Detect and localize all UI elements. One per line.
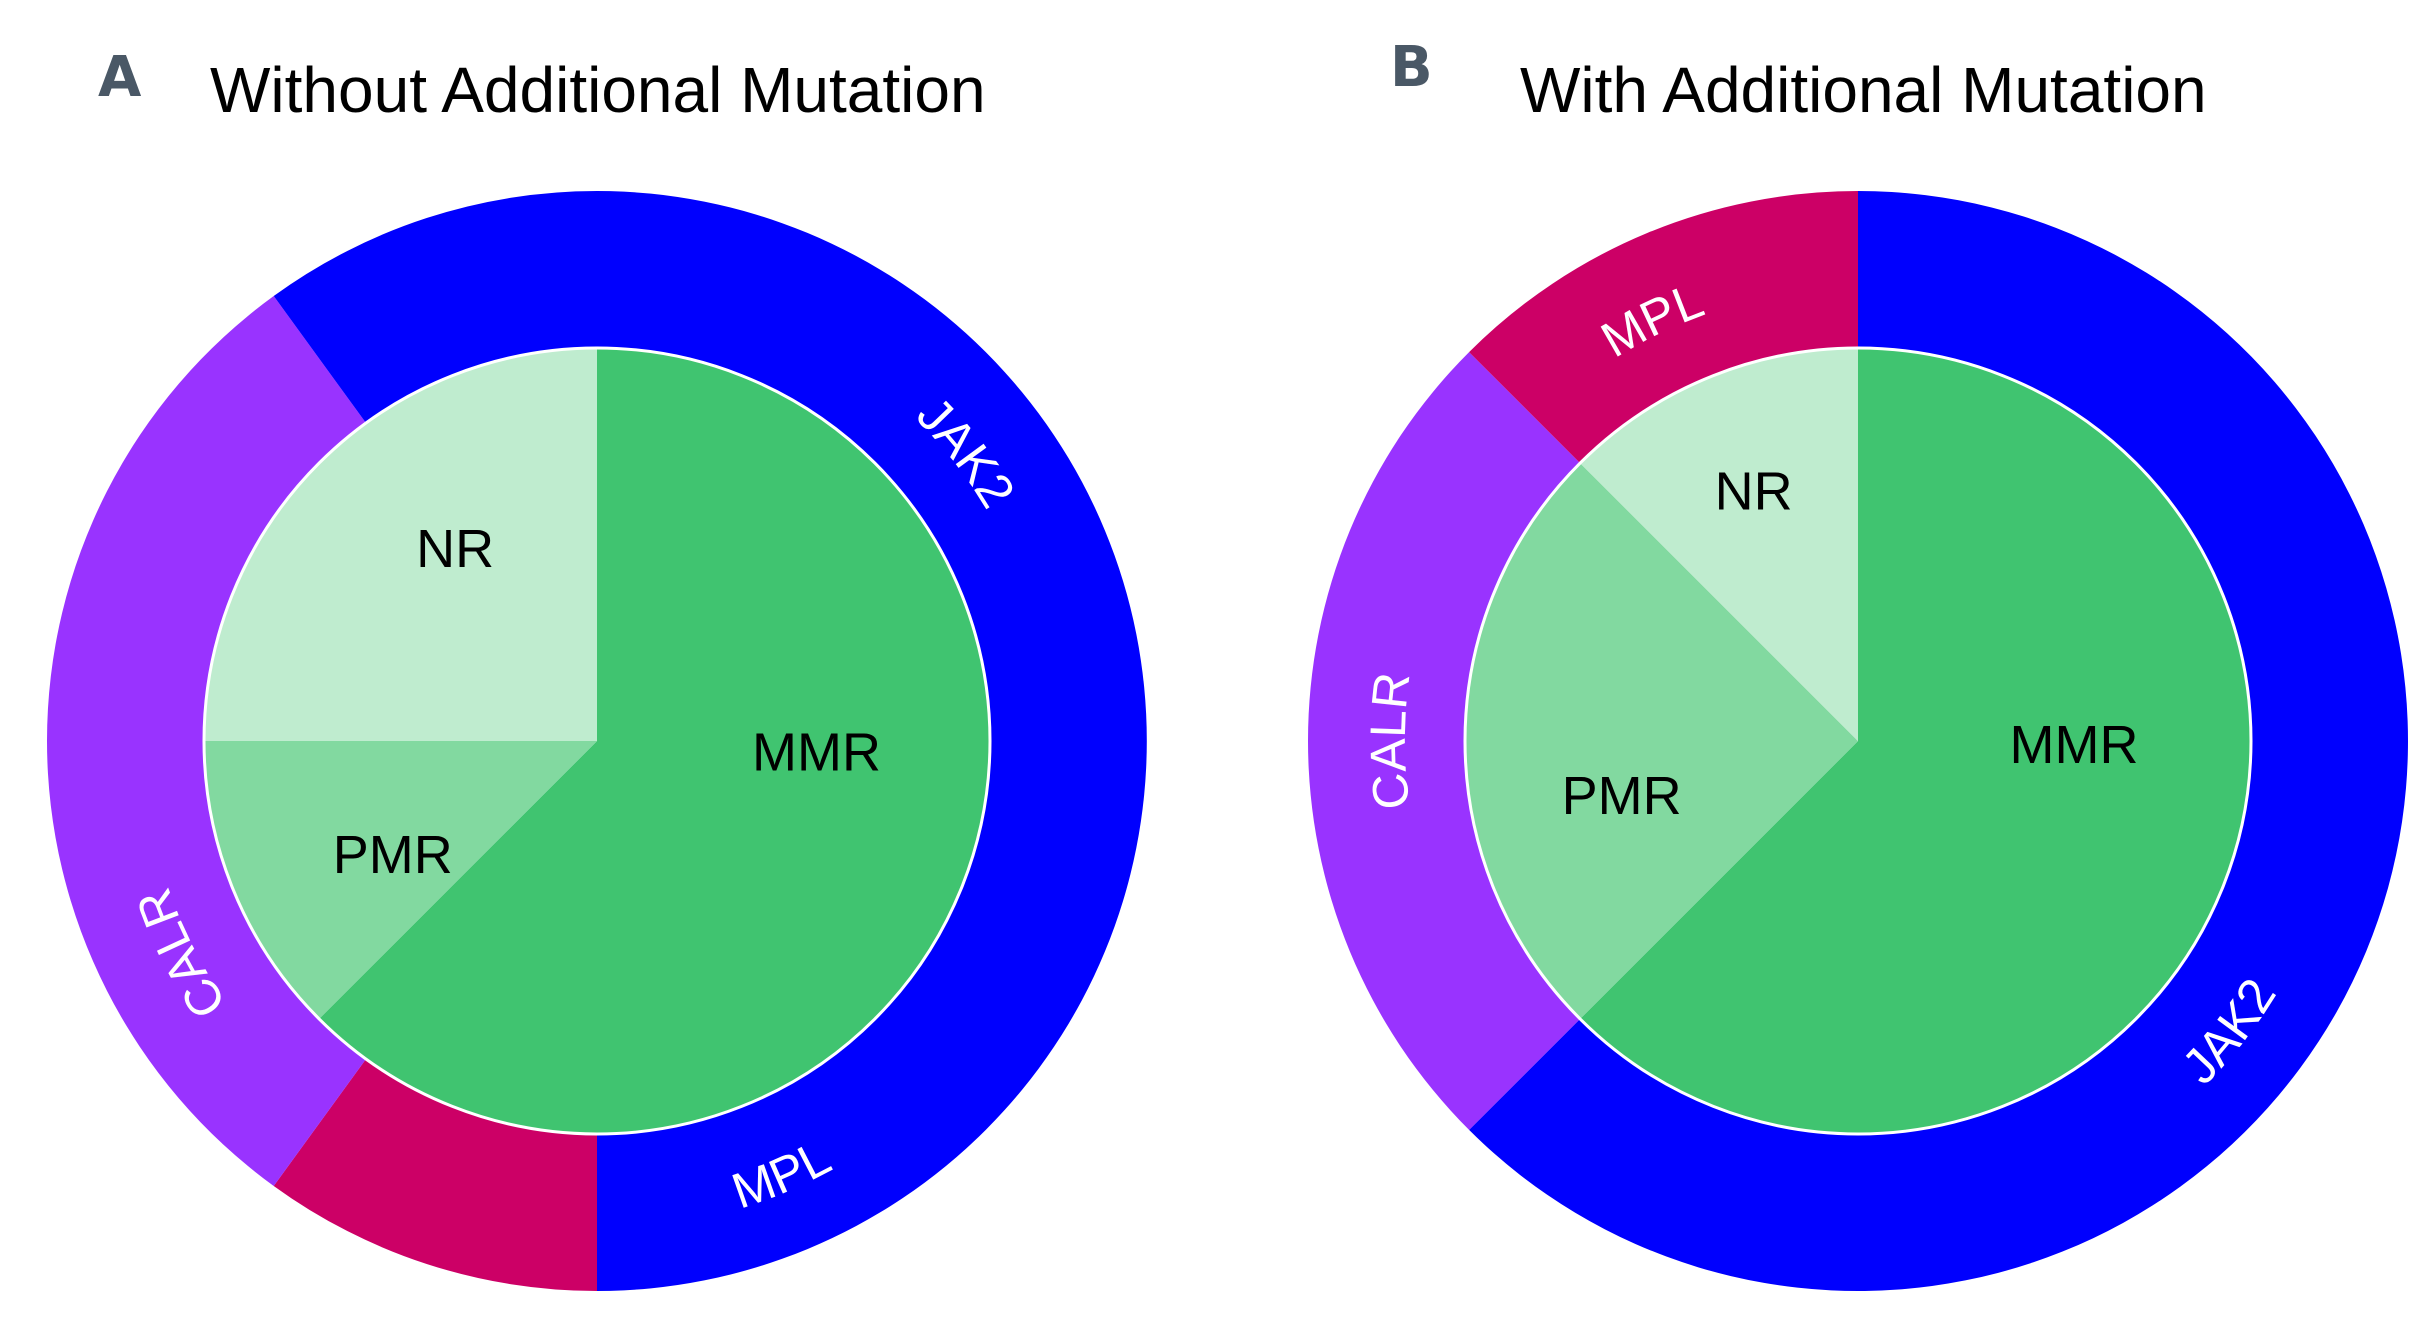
inner-slice-nr (1580, 348, 1858, 741)
panel-a-title: Without Additional Mutation (210, 54, 986, 126)
panel-b: B With Additional Mutation MMRPMRNRJAK2C… (1308, 35, 2408, 1291)
inner-label-mmr: MMR (2010, 715, 2139, 775)
outer-segment-jak2 (597, 191, 1147, 1291)
inner-label-pmr: PMR (333, 825, 453, 885)
inner-label-mmr: MMR (752, 723, 881, 783)
inner-circle-outline (202, 346, 992, 1136)
inner-circle-outline (1463, 346, 2253, 1136)
outer-segment-mpl (1469, 191, 1858, 464)
inner-slice-nr (204, 348, 597, 741)
outer-segment-calr (1308, 352, 1581, 1130)
inner-slice-pmr (1465, 463, 1858, 1019)
inner-slice-mmr (319, 348, 990, 1134)
panel-b-title: With Additional Mutation (1520, 54, 2207, 126)
outer-segment-mpl (273, 1058, 597, 1291)
inner-label-nr: NR (416, 519, 494, 579)
panel-a: A Without Additional Mutation MMRPMRNRJA… (46, 45, 1147, 1291)
inner-slice-pmr (204, 741, 597, 1019)
outer-segment-jak2 (1469, 191, 2408, 1291)
inner-slice-mmr (1580, 348, 2251, 1134)
panel-b-letter: B (1390, 35, 1433, 100)
outer-segment-jak2 (273, 191, 597, 424)
inner-label-pmr: PMR (1562, 766, 1682, 826)
outer-label-text-calr: CALR (1360, 670, 1421, 813)
inner-label-nr: NR (1715, 461, 1793, 521)
outer-label-calr: CALR (1360, 670, 1421, 813)
panel-a-letter: A (98, 45, 142, 110)
outer-segment-calr (46, 296, 367, 1186)
